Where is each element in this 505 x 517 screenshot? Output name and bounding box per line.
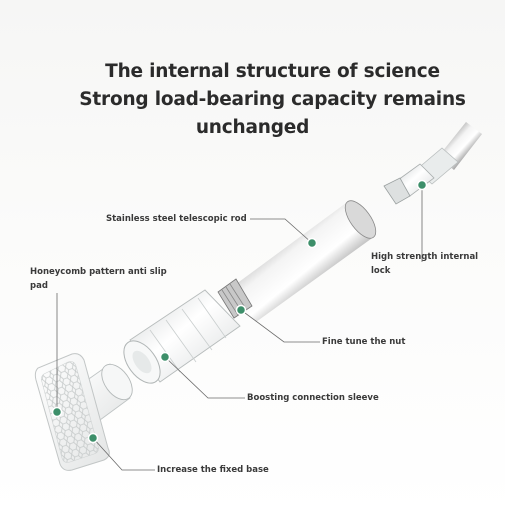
- headline-line-3: unchanged: [195, 117, 310, 138]
- label-fixed-base: Increase the fixed base: [157, 465, 269, 475]
- marker-sleeve: [159, 351, 171, 363]
- marker-pad: [51, 406, 63, 418]
- marker-base: [87, 432, 99, 444]
- marker-nut: [235, 304, 247, 316]
- label-anti-slip-pad: Honeycomb pattern anti slip pad: [30, 267, 167, 291]
- upper-rod: [383, 122, 482, 205]
- label-fine-tune-nut: Fine tune the nut: [322, 337, 406, 347]
- marker-dots: [51, 179, 428, 444]
- label-internal-lock: High strength internal lock: [371, 252, 479, 276]
- label-connection-sleeve: Boosting connection sleeve: [247, 393, 379, 403]
- anti-slip-pad: [34, 353, 110, 471]
- headline: The internal structure of science Strong…: [0, 58, 505, 142]
- label-telescopic-rod: Stainless steel telescopic rod: [106, 214, 247, 224]
- connection-sleeve: [123, 289, 241, 384]
- marker-rod: [306, 237, 318, 249]
- leader-lines: [56, 185, 423, 471]
- headline-line-1: The internal structure of science: [105, 61, 440, 82]
- marker-lock: [416, 179, 428, 191]
- headline-line-2: Strong load-bearing capacity remains: [79, 89, 466, 110]
